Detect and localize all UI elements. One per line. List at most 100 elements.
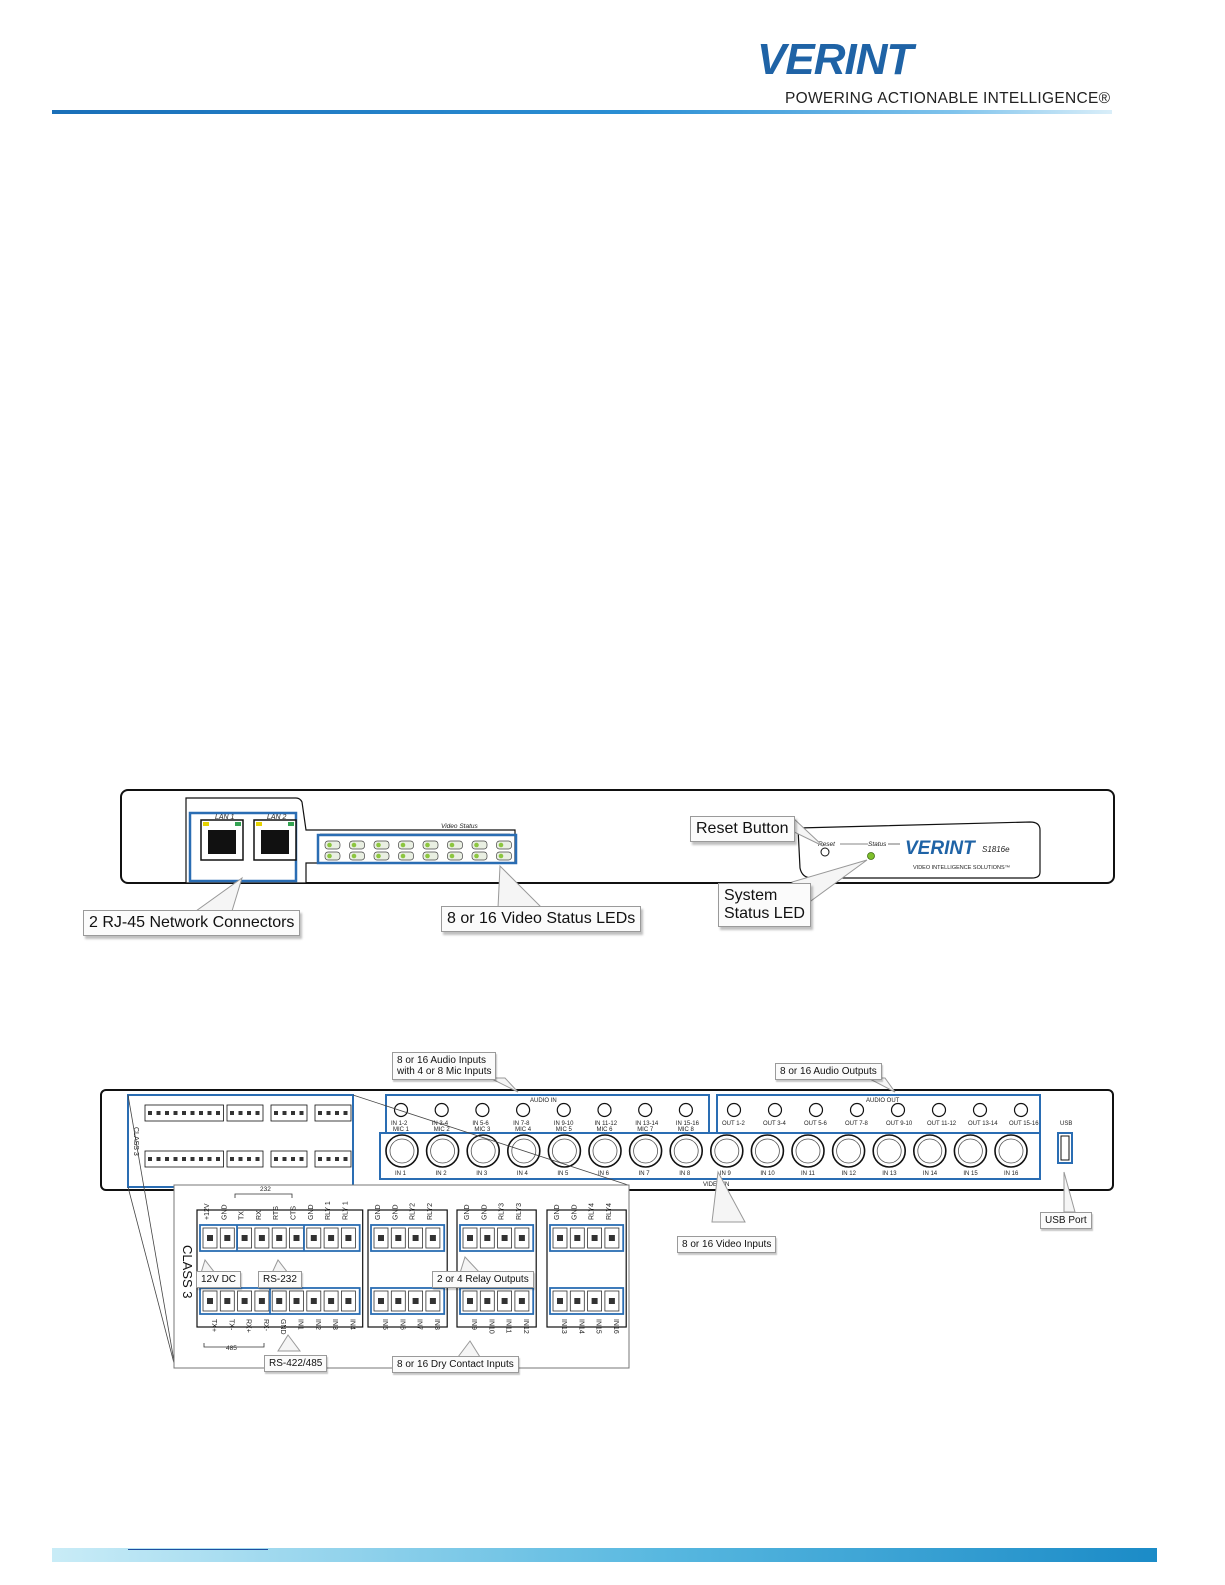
mini-terminal-pin [326, 1111, 331, 1115]
led-dot [376, 842, 381, 848]
mini-terminal-block [314, 1150, 352, 1168]
mini-terminal-pin [148, 1111, 152, 1115]
video-in-jack [912, 1134, 947, 1168]
terminal-top-label: RLY3 [516, 1203, 523, 1220]
terminal-bottom-label: IN4 [348, 1319, 355, 1330]
video-in-jack-inner [917, 1138, 943, 1164]
detail-terminal-screw [207, 1298, 213, 1304]
mic-label: MIC 7 [637, 1127, 654, 1133]
detail-terminal-screw [258, 1298, 265, 1304]
mini-terminal-pin [291, 1157, 295, 1161]
mini-terminal-pin [291, 1111, 295, 1115]
video-in-jack-inner [836, 1138, 861, 1164]
usb-port[interactable] [1060, 1135, 1070, 1161]
audio-out-jack [849, 1102, 865, 1118]
terminal-top-label: RX [256, 1210, 263, 1220]
terminal-bottom-label: IN3 [331, 1319, 338, 1330]
mini-terminal-pin [216, 1111, 220, 1115]
video-in-jack-inner [552, 1138, 577, 1164]
rs485-bracket-label: 485 [226, 1345, 237, 1352]
detail-callout-pointers [200, 1256, 482, 1358]
audio-out-jack [1013, 1102, 1029, 1118]
video-in-jack-inner [755, 1138, 780, 1164]
mic-label: MIC 2 [434, 1127, 451, 1133]
video-in-label: IN 9 [720, 1171, 732, 1177]
terminal-top-label: GND [375, 1204, 382, 1220]
mini-terminal-pin [190, 1111, 195, 1115]
detail-terminal-screw [412, 1235, 419, 1241]
audio-in-label: IN 1-2 [391, 1121, 408, 1127]
led-dot [400, 842, 406, 848]
video-in-label: IN 4 [517, 1171, 529, 1177]
audio-in-label: IN 15-16 [676, 1121, 700, 1127]
detail-terminal-screw [501, 1298, 508, 1304]
detail-group-frame [196, 1209, 364, 1328]
audio-out-label: OUT 13-14 [968, 1121, 998, 1127]
video-in-jack [628, 1134, 663, 1168]
audio-in-label: IN 3-4 [432, 1121, 449, 1127]
audio-in-jack [678, 1102, 694, 1118]
video-in-highlight [379, 1132, 1041, 1180]
video-in-jack [425, 1134, 460, 1168]
mini-terminal-block [314, 1104, 352, 1122]
detail-terminal-screw [557, 1235, 563, 1241]
audio-out-jack [931, 1102, 947, 1118]
video-in-jack [547, 1134, 582, 1168]
detail-terminal-screw [293, 1235, 300, 1241]
video-in-jack [872, 1134, 907, 1168]
terminal-top-label: GND [308, 1204, 315, 1220]
status-label: Status [868, 841, 887, 848]
detail-terminal-screw [467, 1298, 473, 1304]
usb-label: USB [1060, 1121, 1072, 1127]
callout-status-line1: System [724, 887, 778, 904]
mini-terminal-pin [343, 1111, 348, 1115]
terminal-detail-frame [173, 1184, 630, 1369]
mini-terminal-pin [199, 1157, 203, 1161]
mini-terminal-pin [230, 1111, 234, 1115]
detail-terminal-screw [241, 1235, 248, 1241]
callout-audio-outputs: 8 or 16 Audio Outputs [775, 1063, 882, 1080]
status-led [867, 852, 875, 860]
led-dot [425, 853, 430, 859]
terminal-bottom-label: TX- [227, 1319, 234, 1331]
mini-terminal-pin [299, 1157, 304, 1161]
video-in-jack-inner [958, 1138, 983, 1164]
audio-in-label: IN 9-10 [554, 1121, 574, 1127]
plate-tagline: VIDEO INTELLIGENCE SOLUTIONS™ [913, 865, 1010, 871]
mini-terminal-pin [230, 1157, 234, 1161]
reset-label: Reset [818, 841, 836, 848]
video-in-label: IN 15 [963, 1171, 978, 1177]
audio-out-label: OUT 1-2 [722, 1121, 746, 1127]
terminal-bottom-label: IN11 [505, 1319, 512, 1333]
audio-out-jack [726, 1102, 742, 1118]
led-dot [449, 853, 455, 859]
terminal-top-label: TX [239, 1211, 246, 1220]
detail-terminal-screw [484, 1235, 491, 1241]
footer-bar [52, 1548, 1157, 1562]
detail-terminal-screw [224, 1235, 231, 1241]
detail-terminal-screw [345, 1298, 352, 1304]
led-dot [351, 853, 357, 859]
detail-terminal-screw [276, 1235, 283, 1241]
detail-terminal-screw [395, 1235, 402, 1241]
audio-in-jack [475, 1102, 490, 1118]
audio-out-label: OUT 3-4 [763, 1121, 787, 1127]
video-in-jack [385, 1134, 419, 1168]
detail-terminal-screw [310, 1235, 317, 1241]
video-in-label: IN 12 [842, 1171, 857, 1177]
callout-system-status-led: System Status LED [718, 883, 811, 927]
mini-terminal-pin [238, 1157, 243, 1161]
video-status-label: Video Status [441, 823, 478, 830]
reset-button[interactable] [820, 847, 830, 857]
rs232-bracket-label: 232 [260, 1186, 271, 1193]
mini-terminal-pin [148, 1157, 152, 1161]
led-dot [474, 842, 479, 848]
audio-out-label: OUT 9-10 [886, 1121, 913, 1127]
footer-link-underline [128, 1549, 268, 1550]
audio-in-label: IN 11-12 [595, 1121, 618, 1127]
video-in-jack-inner [795, 1138, 821, 1164]
audio-out-label: OUT 11-12 [927, 1121, 957, 1127]
video-in-label: IN 14 [923, 1171, 938, 1177]
audio-out-jack [890, 1102, 906, 1118]
